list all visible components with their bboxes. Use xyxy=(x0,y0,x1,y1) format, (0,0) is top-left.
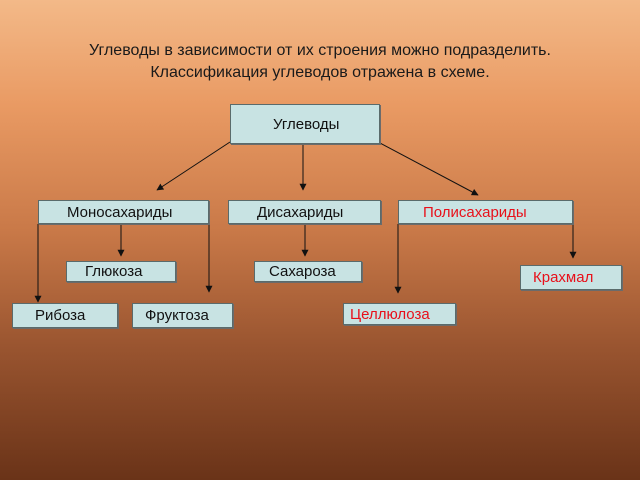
node-glucose: Глюкоза xyxy=(66,261,176,282)
node-disaccharides-label: Дисахариды xyxy=(257,203,344,221)
node-fructose-label: Фруктоза xyxy=(145,307,209,324)
node-polysaccharides-label: Полисахариды xyxy=(423,203,527,221)
arrow-root-poly xyxy=(377,141,479,196)
node-cellulose-label: Целлюлоза xyxy=(350,305,430,323)
node-starch-label: Крахмал xyxy=(533,269,594,286)
node-monosaccharides: Моносахариды xyxy=(38,200,209,224)
node-fructose: Фруктоза xyxy=(132,303,233,328)
title-line-1: Углеводы в зависимости от их строения мо… xyxy=(89,42,551,59)
node-ribose: Рибоза xyxy=(12,303,118,328)
node-carbohydrates-label: Углеводы xyxy=(273,115,340,133)
slide-title: Углеводы в зависимости от их строения мо… xyxy=(20,40,620,84)
node-ribose-label: Рибоза xyxy=(35,307,86,324)
node-polysaccharides: Полисахариды xyxy=(398,200,573,224)
node-sucrose-label: Сахароза xyxy=(269,263,336,280)
node-carbohydrates: Углеводы xyxy=(230,104,380,144)
node-cellulose: Целлюлоза xyxy=(343,303,456,325)
arrow-root-mono xyxy=(156,141,231,191)
node-starch: Крахмал xyxy=(520,265,622,290)
node-glucose-label: Глюкоза xyxy=(85,263,143,280)
title-line-2: Классификация углеводов отражена в схеме… xyxy=(150,64,490,81)
node-disaccharides: Дисахариды xyxy=(228,200,381,224)
node-sucrose: Сахароза xyxy=(254,261,362,282)
node-monosaccharides-label: Моносахариды xyxy=(67,203,173,221)
